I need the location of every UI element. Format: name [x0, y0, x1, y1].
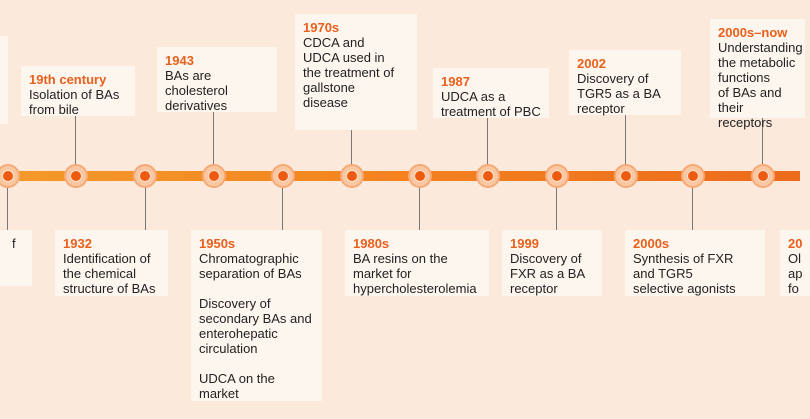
timeline-node	[202, 164, 226, 188]
event-card-2000s-now: 2000s–now Understanding the metabolic fu…	[710, 19, 805, 130]
event-date: 20	[788, 236, 803, 251]
connector-2000s	[692, 186, 693, 230]
event-date: 1970s	[303, 20, 340, 35]
timeline-node	[408, 164, 432, 188]
connector-1999	[556, 186, 557, 230]
event-text: Discovery of secondary BAs and enterohep…	[199, 296, 312, 356]
connector-left-edge	[7, 186, 8, 230]
event-text: Ol ap fo	[788, 251, 803, 296]
event-text: UDCA as a treatment of PBC	[441, 89, 541, 119]
event-text: Identification of the chemical structure…	[63, 251, 156, 296]
timeline-node	[545, 164, 569, 188]
event-date: 1999	[510, 236, 539, 251]
event-card-2000s: 2000s Synthesis of FXR and TGR5 selectiv…	[625, 230, 765, 296]
connector-2002	[625, 114, 626, 166]
event-text: Isolation of BAs from bile	[29, 87, 120, 117]
event-text: BA resins on the market for hypercholest…	[353, 251, 477, 296]
event-card-1980s: 1980s BA resins on the market for hyperc…	[345, 230, 489, 296]
timeline-node	[614, 164, 638, 188]
connector-1980s	[419, 186, 420, 230]
event-card-1943: 1943 BAs are cholesterol derivatives	[157, 47, 277, 113]
event-text: Understanding the metabolic functions of…	[718, 40, 803, 130]
timeline-node	[64, 164, 88, 188]
timeline-node	[681, 164, 705, 188]
event-card-19th-century: 19th century Isolation of BAs from bile	[21, 66, 135, 117]
timeline-node	[340, 164, 364, 188]
connector-1932	[145, 186, 146, 230]
event-card-1987: 1987 UDCA as a treatment of PBC	[433, 68, 549, 119]
connector-1987	[487, 118, 488, 166]
event-text: Discovery of FXR as a BA receptor	[510, 251, 586, 296]
event-card-left-edge: f	[0, 230, 32, 286]
event-card-2002: 2002 Discovery of TGR5 as a BA receptor	[569, 50, 681, 116]
event-card-top-edge-left	[0, 36, 8, 124]
event-date: 2002	[577, 56, 606, 71]
event-date: 1987	[441, 74, 470, 89]
event-text: f	[12, 236, 16, 251]
event-date: 1943	[165, 53, 194, 68]
event-card-1970s: 1970s CDCA and UDCA used in the treatmen…	[295, 14, 417, 130]
event-text: Chromatographic separation of BAs	[199, 251, 302, 281]
timeline-node	[0, 164, 20, 188]
event-text: CDCA and UDCA used in the treatment of g…	[303, 35, 395, 110]
timeline-axis	[0, 171, 800, 181]
connector-19th-century	[75, 116, 76, 166]
event-date: 19th century	[29, 72, 107, 87]
event-text: BAs are cholesterol derivatives	[165, 68, 228, 113]
event-text: UDCA on the market	[199, 371, 275, 401]
timeline-node	[476, 164, 500, 188]
event-date: 1932	[63, 236, 92, 251]
event-date: 2000s	[633, 236, 670, 251]
event-card-1932: 1932 Identification of the chemical stru…	[55, 230, 168, 296]
connector-1950s	[282, 186, 283, 230]
timeline-node	[271, 164, 295, 188]
connector-2000s-now	[762, 118, 763, 166]
event-text: Synthesis of FXR and TGR5 selective agon…	[633, 251, 736, 296]
event-date: 1980s	[353, 236, 390, 251]
timeline-node	[751, 164, 775, 188]
event-date: 1950s	[199, 236, 236, 251]
connector-1943	[213, 112, 214, 166]
timeline-node	[133, 164, 157, 188]
event-card-1950s: 1950s Chromatographic separation of BAs …	[191, 230, 322, 401]
event-card-right-edge: 20 Ol ap fo	[780, 230, 810, 296]
event-date: 2000s–now	[718, 25, 788, 40]
event-card-1999: 1999 Discovery of FXR as a BA receptor	[502, 230, 602, 296]
connector-1970s	[351, 130, 352, 166]
event-text: Discovery of TGR5 as a BA receptor	[577, 71, 661, 116]
